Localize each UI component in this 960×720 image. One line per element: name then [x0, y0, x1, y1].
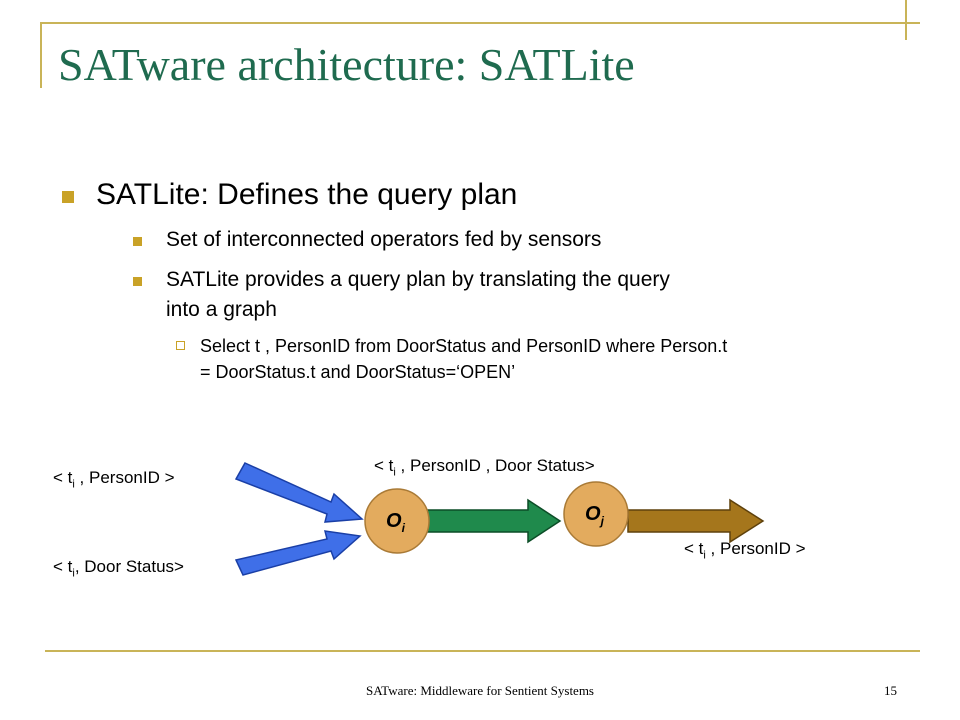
bullet-sub-2-line-2: into a graph	[166, 298, 277, 321]
operator-i-circle	[364, 488, 430, 554]
middle-arrow	[425, 498, 562, 544]
square-bullet-icon	[62, 191, 74, 203]
bullet-sub-3-line-2: = DoorStatus.t and DoorStatus=‘OPEN’	[200, 362, 516, 382]
bullet-sub-2: SATLite provides a query plan by transla…	[60, 265, 910, 325]
bullet-list: SATLite: Defines the query plan Set of i…	[60, 175, 910, 385]
input-arrow-upper	[234, 462, 364, 523]
slide-title: SATware architecture: SATLite	[58, 39, 635, 90]
bullet-main: SATLite: Defines the query plan	[60, 175, 910, 215]
input-label-door: < ti, Door Status>	[53, 557, 184, 580]
output-arrow	[627, 498, 765, 544]
output-label: < ti , PersonID >	[684, 539, 806, 562]
operator-i-label: Oi	[386, 510, 405, 535]
footer-rule	[45, 650, 920, 652]
frame-top-line	[40, 22, 920, 24]
bullet-sub-3: Select t , PersonID from DoorStatus and …	[60, 333, 910, 385]
hollow-square-bullet-icon	[176, 341, 185, 350]
operator-j-label: Oj	[585, 503, 604, 528]
frame-left-line	[40, 22, 42, 88]
bullet-sub-2-line-1: SATLite provides a query plan by transla…	[166, 268, 670, 291]
footer-text: SATware: Middleware for Sentient Systems	[366, 683, 594, 698]
square-bullet-icon	[133, 237, 142, 246]
input-arrow-lower	[234, 530, 362, 576]
bullet-sub-1: Set of interconnected operators fed by s…	[60, 225, 910, 255]
bullet-main-text: SATLite: Defines the query plan	[96, 178, 518, 211]
middle-label: < ti , PersonID , Door Status>	[374, 456, 595, 479]
page-number: 15	[884, 683, 897, 698]
bullet-sub-1-text: Set of interconnected operators fed by s…	[166, 228, 602, 251]
input-label-person: < ti , PersonID >	[53, 468, 175, 491]
frame-right-line	[905, 0, 907, 40]
square-bullet-icon	[133, 277, 142, 286]
bullet-sub-3-line-1: Select t , PersonID from DoorStatus and …	[200, 336, 728, 356]
operator-j-circle	[563, 481, 629, 547]
